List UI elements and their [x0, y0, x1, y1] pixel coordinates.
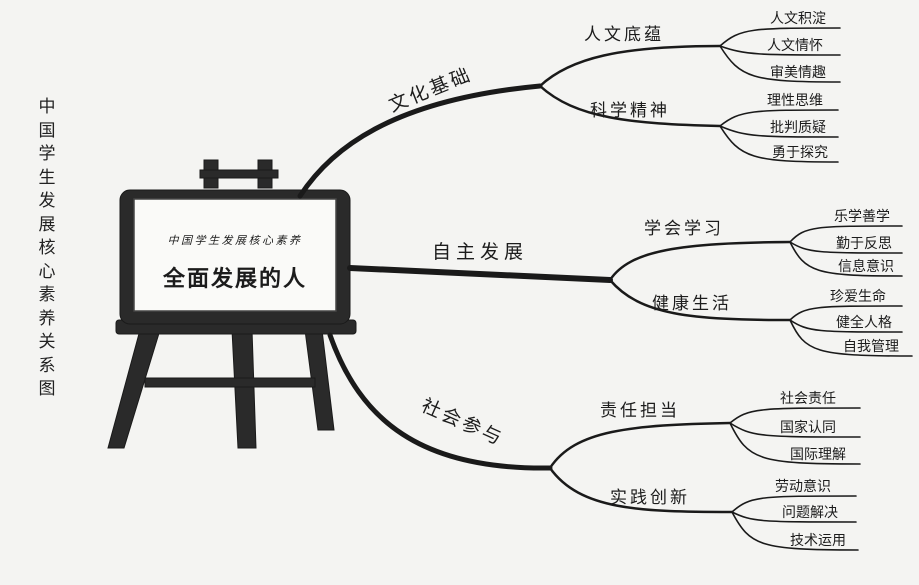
trunk-culture [297, 83, 543, 199]
leaf-labels: 人文积淀 人文情怀 审美情趣 理性思维 批判质疑 勇于探究 乐学善学 勤于反思 … [767, 11, 899, 549]
sub-label-3: 学会学习 [644, 219, 724, 239]
leaf-connectors [719, 27, 913, 551]
easel-leg-middle [231, 329, 257, 449]
leaf-label: 问题解决 [782, 505, 838, 521]
easel-illustration [107, 159, 357, 449]
main-branches [297, 83, 613, 471]
leaf-label: 国家认同 [780, 419, 836, 436]
leaf-label: 珍爱生命 [830, 288, 886, 305]
easel-leg-left [107, 329, 161, 449]
sub-label-6: 实践创新 [610, 488, 690, 508]
sub-label-5: 责任担当 [600, 401, 680, 421]
sub-branches [538, 44, 792, 514]
leaf-label: 劳动意识 [775, 478, 831, 495]
leaf-label: 勤于反思 [836, 236, 892, 252]
leaf-label: 自我管理 [843, 339, 899, 355]
leaf-label: 人文情怀 [767, 38, 823, 54]
sub-label-4: 健康生活 [652, 294, 732, 314]
trunk-society [327, 332, 553, 471]
branch-label-autonomy: 自主发展 [432, 241, 528, 263]
board-title: 全面发展的人 [162, 266, 307, 292]
branch-label-society: 社会参与 [418, 394, 507, 450]
leaf-label: 人文积淀 [770, 11, 826, 27]
leaf-label: 乐学善学 [834, 209, 890, 225]
main-labels: 文化基础 自主发展 社会参与 [386, 63, 528, 450]
leaf-label: 勇于探究 [772, 145, 828, 161]
leaf-label: 健全人格 [836, 314, 892, 331]
leaf-label: 社会责任 [780, 391, 836, 407]
leaf-label: 国际理解 [790, 447, 846, 463]
vertical-title: 中国学生发展核心素养关系图 [38, 97, 56, 399]
trunk-autonomy [347, 265, 613, 283]
board-subtitle: 中国学生发展核心素养 [168, 234, 303, 247]
easel-clamp-bar [199, 169, 279, 179]
leaf-label: 理性思维 [767, 93, 823, 109]
sub-label-1: 人文底蕴 [584, 25, 664, 45]
easel-crossbar [144, 377, 316, 388]
sub-label-2: 科学精神 [590, 101, 670, 121]
sub-labels: 人文底蕴 科学精神 学会学习 健康生活 责任担当 实践创新 [584, 25, 732, 508]
leaf-label: 信息意识 [838, 258, 894, 275]
leaf-label: 批判质疑 [770, 120, 826, 136]
board-surface [133, 198, 337, 312]
leaf-label: 技术运用 [790, 533, 846, 549]
leaf-label: 审美情趣 [770, 65, 826, 81]
